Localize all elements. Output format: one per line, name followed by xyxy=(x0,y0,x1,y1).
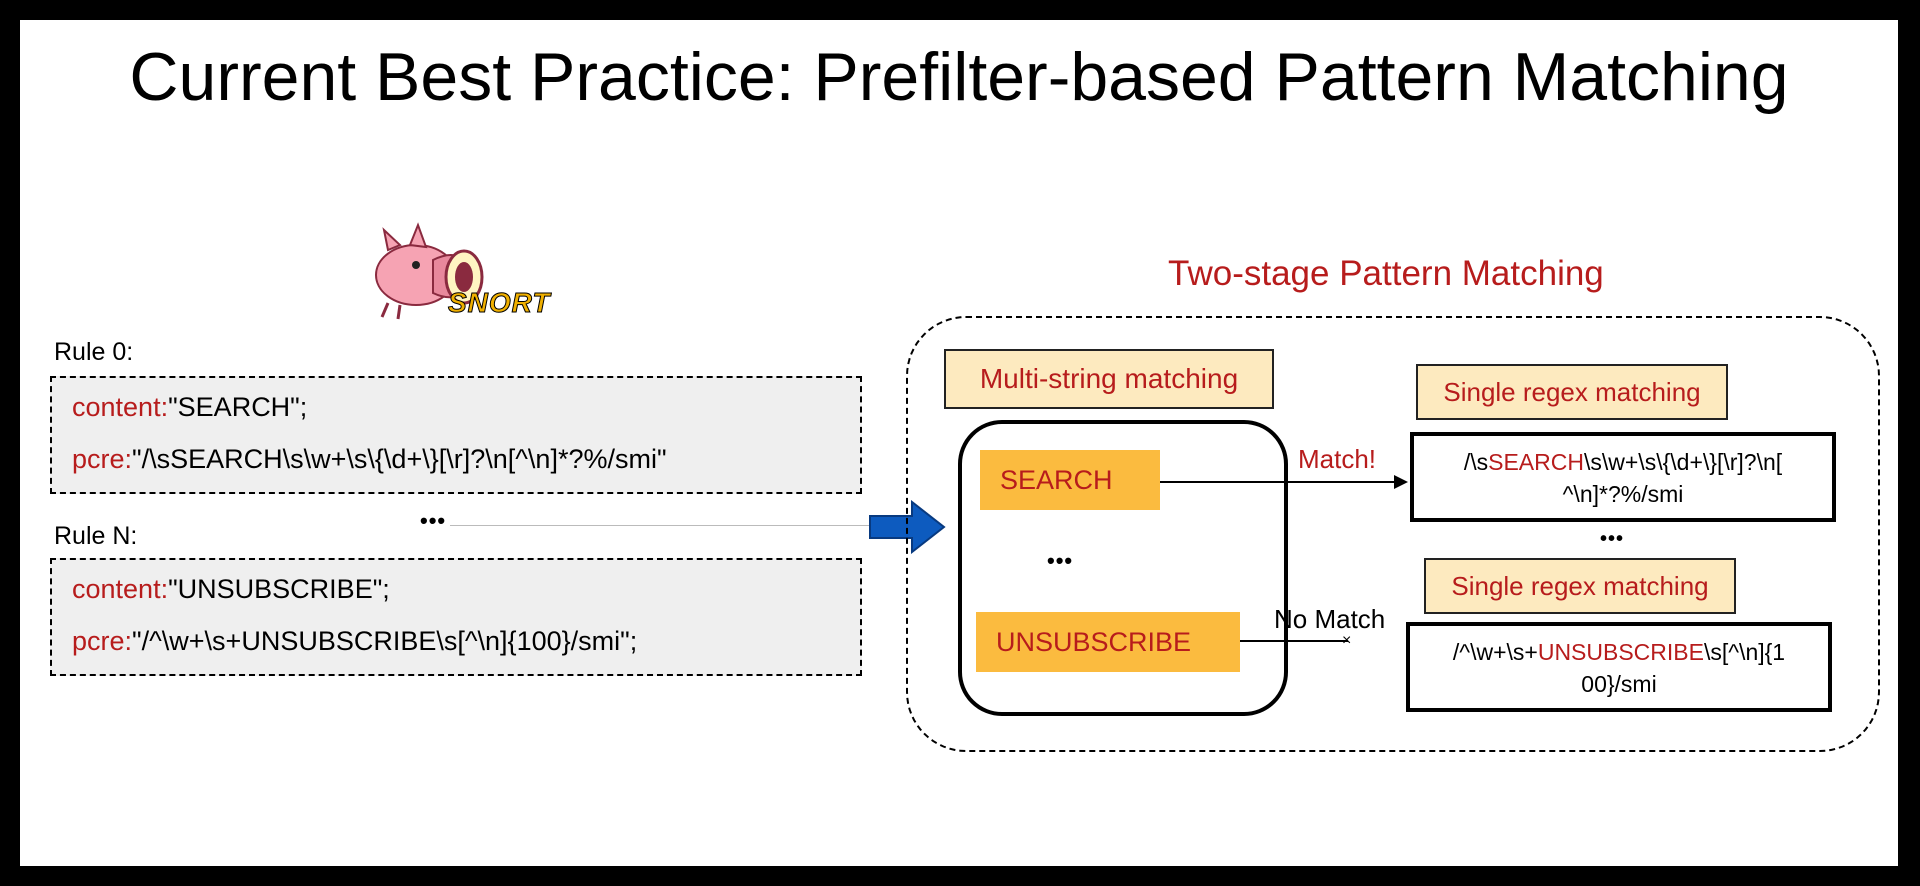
regex-label-2: Single regex matching xyxy=(1424,558,1736,614)
rule-n-pcre-key: pcre: xyxy=(72,626,133,656)
no-match-mark: × xyxy=(1342,632,1352,649)
rules-ellipsis: ••• xyxy=(420,508,447,533)
snort-logo: SNORT xyxy=(338,205,568,340)
regex-1-highlight: SEARCH xyxy=(1488,449,1584,475)
regex-2-pre: /^\w+\s+ xyxy=(1452,639,1538,665)
regex-ellipsis: ••• xyxy=(1600,528,1625,550)
regex-2-line2: 00}/smi xyxy=(1581,671,1657,697)
regex-1-pre: /\s xyxy=(1463,449,1489,475)
regex-1-post: \s\w+\s\{\d+\}[\r]?\n[ xyxy=(1583,449,1783,475)
rule-0-box: content:"SEARCH"; pcre:"/\sSEARCH\s\w+\s… xyxy=(50,376,862,494)
rule-0-pcre: pcre:"/\sSEARCH\s\w+\s\{\d+\}[\r]?\n[^\n… xyxy=(72,444,667,475)
regex-label-1: Single regex matching xyxy=(1416,364,1728,420)
rule-n-box: content:"UNSUBSCRIBE"; pcre:"/^\w+\s+UNS… xyxy=(50,558,862,676)
slide: Current Best Practice: Prefilter-based P… xyxy=(20,20,1898,866)
two-stage-container xyxy=(906,316,1880,752)
match-arrow xyxy=(1160,475,1408,489)
regex-1-line2: ^\n]*?%/smi xyxy=(1562,481,1684,507)
rule-n-content-value: "UNSUBSCRIBE"; xyxy=(168,574,390,604)
rule-n-content-key: content: xyxy=(72,574,169,604)
rule-0-pcre-value: "/\sSEARCH\s\w+\s\{\d+\}[\r]?\n[^\n]*?%/… xyxy=(132,444,667,474)
string-search: SEARCH xyxy=(980,450,1160,510)
regex-2-post: \s[^\n]{1 xyxy=(1703,639,1786,665)
regex-box-2: /^\w+\s+UNSUBSCRIBE\s[^\n]{1 00}/smi xyxy=(1406,622,1832,712)
strings-ellipsis: ••• xyxy=(1047,548,1074,573)
rule-0-content: content:"SEARCH"; xyxy=(72,392,307,423)
regex-box-1: /\sSEARCH\s\w+\s\{\d+\}[\r]?\n[ ^\n]*?%/… xyxy=(1410,432,1836,522)
snort-logo-text: SNORT xyxy=(448,287,551,319)
rule-n-pcre-value: "/^\w+\s+UNSUBSCRIBE\s[^\n]{100}/smi"; xyxy=(132,626,638,656)
rule-n-content: content:"UNSUBSCRIBE"; xyxy=(72,574,390,605)
rule-0-label: Rule 0: xyxy=(54,338,134,366)
multi-string-label: Multi-string matching xyxy=(944,349,1274,409)
string-unsubscribe: UNSUBSCRIBE xyxy=(976,612,1240,672)
rule-0-content-key: content: xyxy=(72,392,169,422)
two-stage-title: Two-stage Pattern Matching xyxy=(1168,254,1604,293)
match-label: Match! xyxy=(1298,444,1377,474)
no-match-line xyxy=(1240,640,1348,642)
page-title: Current Best Practice: Prefilter-based P… xyxy=(129,39,1789,115)
rule-n-pcre: pcre:"/^\w+\s+UNSUBSCRIBE\s[^\n]{100}/sm… xyxy=(72,626,637,657)
regex-2-highlight: UNSUBSCRIBE xyxy=(1537,639,1704,665)
no-match-label: No Match xyxy=(1274,604,1386,634)
connector-line xyxy=(450,525,890,526)
rule-n-label: Rule N: xyxy=(54,522,138,550)
rule-0-pcre-key: pcre: xyxy=(72,444,133,474)
pig-icon xyxy=(375,222,484,320)
rule-0-content-value: "SEARCH"; xyxy=(168,392,308,422)
